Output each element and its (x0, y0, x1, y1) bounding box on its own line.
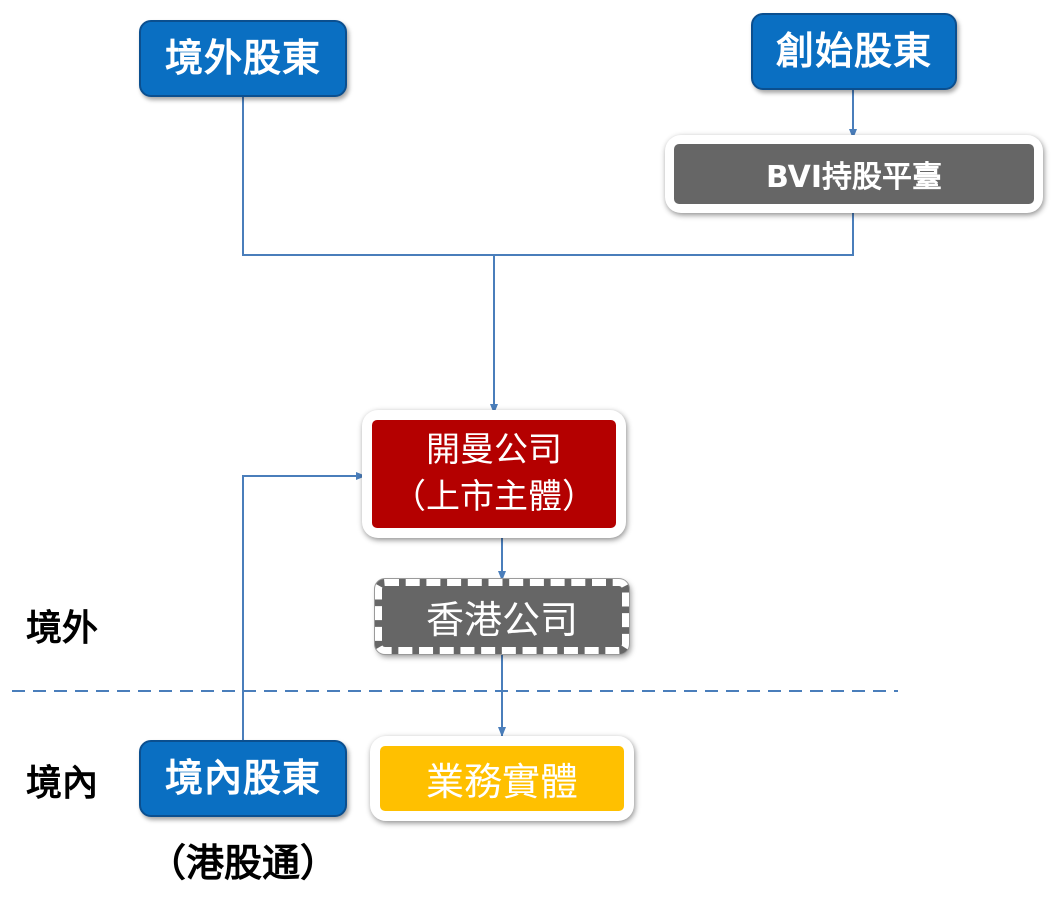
connector-overseas-to-merge (242, 97, 494, 256)
operating-entity-box: 業務實體 (380, 746, 624, 811)
bvi-platform-box: BVI持股平臺 (674, 144, 1034, 204)
offshore-region-label: 境外 (26, 607, 99, 648)
cayman-company-frame: 開曼公司 （上市主體） (362, 410, 626, 538)
operating-entity-frame: 業務實體 (370, 736, 634, 821)
arrow-domestic-to-cayman (242, 472, 366, 740)
bvi-platform-frame: BVI持股平臺 (665, 135, 1043, 213)
domestic-shareholders-box: 境內股東 (139, 740, 347, 817)
domestic-shareholders-note: （港股通） (147, 843, 338, 885)
operating-entity-label: 業務實體 (425, 760, 578, 804)
cayman-company-label-line1: 開曼公司 (426, 430, 562, 471)
bvi-platform-label: BVI持股平臺 (765, 160, 943, 195)
founding-shareholders-box: 創始股東 (751, 13, 957, 90)
overseas-shareholders-label: 境外股東 (164, 35, 321, 80)
overseas-shareholders-box: 境外股東 (139, 20, 347, 97)
cayman-company-box: 開曼公司 （上市主體） (372, 420, 616, 528)
cayman-company-label-line2: （上市主體） (392, 477, 596, 517)
founding-shareholders-label: 創始股東 (775, 28, 932, 73)
hk-company-label: 香港公司 (425, 598, 578, 642)
hk-company-box: 香港公司 (375, 579, 629, 654)
domestic-shareholders-label: 境內股東 (164, 755, 321, 800)
connector-bvi-to-merge (494, 210, 854, 256)
onshore-region-label: 境內 (26, 762, 99, 803)
